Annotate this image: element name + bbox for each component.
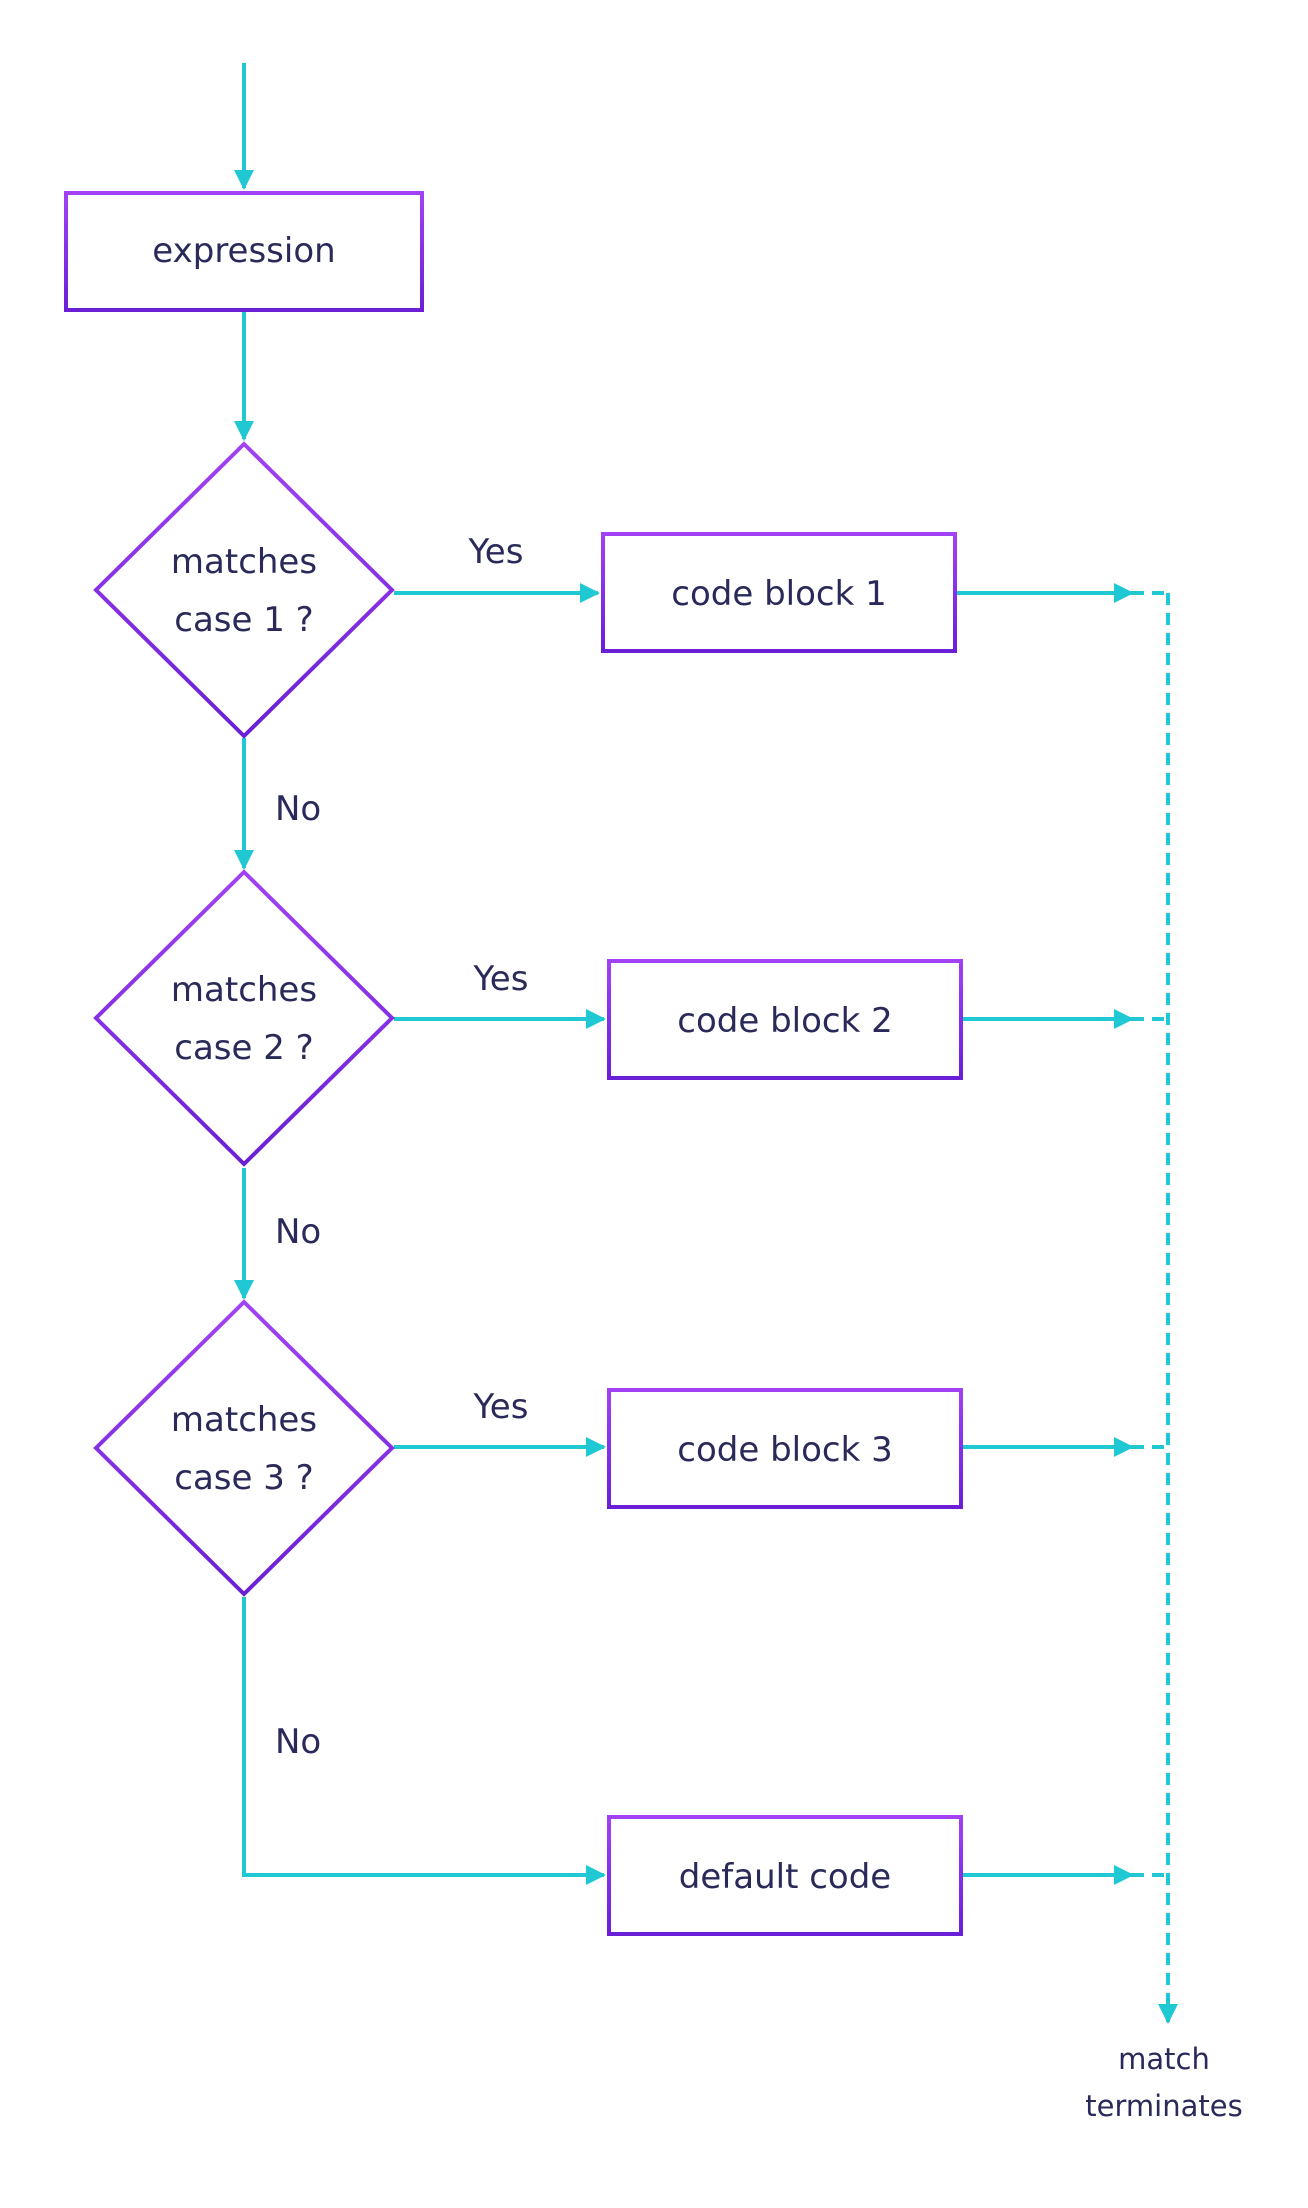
- decision-case-2: matches case 2 ?: [93, 869, 395, 1167]
- decision2-label-line2: case 2 ?: [174, 1028, 313, 1068]
- expression-label: expression: [152, 231, 335, 271]
- code-block-1-label: code block 1: [671, 574, 886, 614]
- decision-case-3: matches case 3 ?: [93, 1299, 395, 1597]
- no-label-1: No: [275, 789, 321, 829]
- decision3-label-line1: matches: [171, 1400, 317, 1440]
- decision3-no-arrow: [242, 1597, 606, 1885]
- decision1-label-line2: case 1 ?: [174, 600, 313, 640]
- expression-box: expression: [64, 191, 424, 312]
- yes-label-3: Yes: [473, 1387, 529, 1427]
- default-code-block: default code: [607, 1815, 963, 1936]
- match-terminates-line1: match: [1118, 2042, 1210, 2076]
- no-label-2: No: [275, 1212, 321, 1252]
- code-block-1: code block 1: [601, 532, 957, 653]
- connectors: [234, 63, 1134, 1885]
- decision3-label-line2: case 3 ?: [174, 1458, 313, 1498]
- decision2-label-line1: matches: [171, 970, 317, 1010]
- yes-label-1: Yes: [468, 532, 524, 572]
- default-code-label: default code: [679, 1857, 891, 1897]
- code-block-3-label: code block 3: [677, 1430, 892, 1470]
- yes-label-2: Yes: [473, 959, 529, 999]
- code-block-3: code block 3: [607, 1388, 963, 1509]
- decision1-label-line1: matches: [171, 542, 317, 582]
- code-block-2-label: code block 2: [677, 1001, 892, 1041]
- dashed-connectors: [1132, 591, 1178, 2024]
- match-terminates-line2: terminates: [1085, 2089, 1242, 2123]
- code-block-2: code block 2: [607, 959, 963, 1080]
- decision-case-1: matches case 1 ?: [93, 441, 395, 739]
- no-label-3: No: [275, 1722, 321, 1762]
